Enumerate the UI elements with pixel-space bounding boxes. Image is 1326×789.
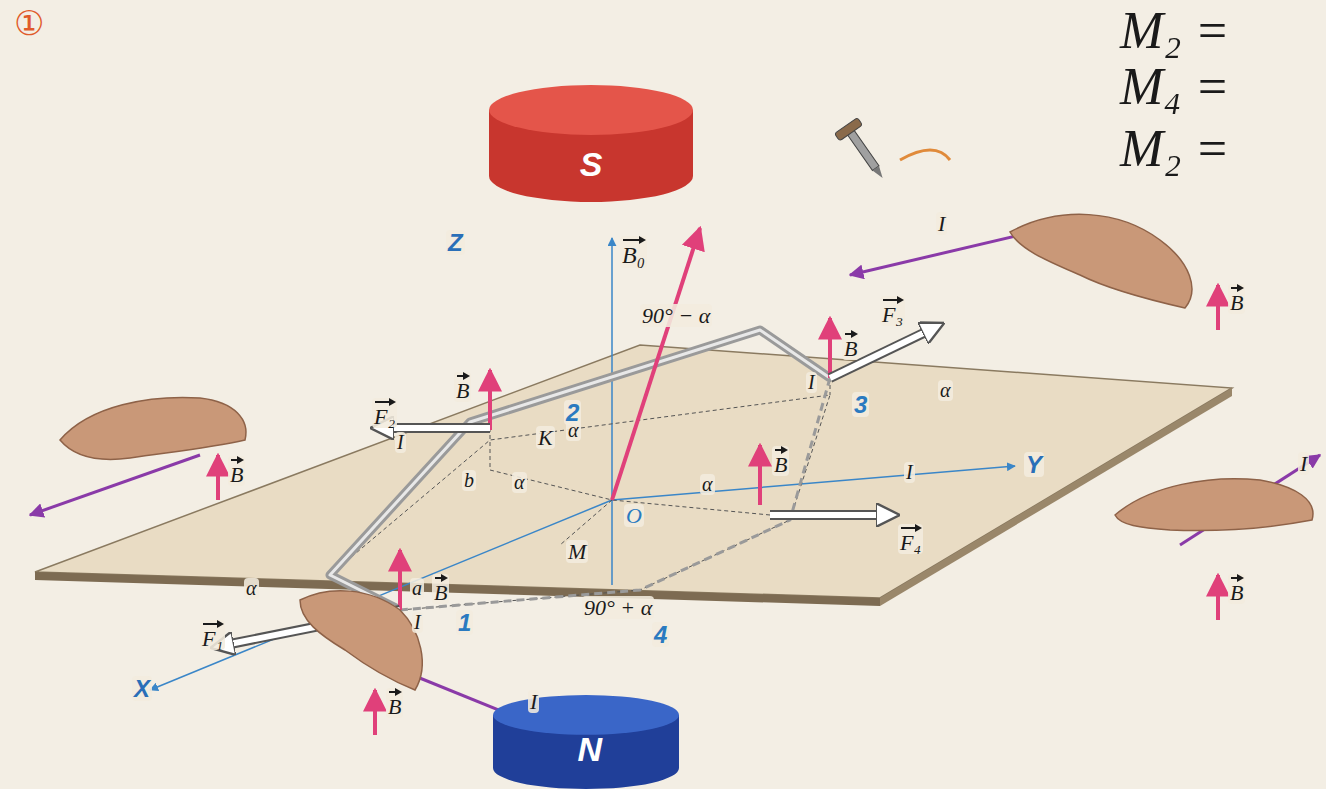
magnet-n: N (492, 694, 680, 789)
current-label: I (936, 212, 947, 235)
vector-label: B (1228, 574, 1245, 604)
current-label: I (904, 462, 915, 483)
force-label: F₁ (200, 620, 225, 650)
side-number: 3 (852, 392, 869, 417)
current-label: I (528, 690, 539, 713)
side-length: b (462, 470, 476, 491)
point-label: O (624, 504, 644, 527)
vector-label: B (842, 330, 859, 360)
current-label: I (1298, 452, 1309, 475)
pole-letter: S (580, 145, 603, 184)
angle-label: 90° − α (640, 304, 712, 327)
vector-label: B (1228, 284, 1245, 314)
vector-label: B (228, 456, 245, 486)
magnet-s: S (488, 84, 694, 202)
formula-text: M₂ = (1120, 4, 1229, 59)
magnet-body (488, 84, 694, 202)
angle-label: α (938, 380, 953, 401)
angle-label: 90° + α (582, 596, 654, 619)
current-label: I (412, 612, 423, 633)
angle-label: α (512, 472, 527, 493)
point-label: M (566, 540, 588, 563)
force-label: F₃ (880, 296, 905, 326)
vector-label: B₀ (620, 236, 647, 268)
point-label: K (536, 426, 555, 449)
angle-label: α (244, 578, 259, 599)
axis-label: Y (1024, 452, 1044, 477)
force-label: F₄ (898, 524, 923, 554)
formula-text: M₂ = (1120, 122, 1229, 177)
side-number: 2 (564, 400, 581, 425)
figure-number: ① (14, 6, 44, 42)
side-length: a (410, 578, 424, 599)
pole-letter: N (577, 730, 602, 769)
vector-label: B (454, 372, 471, 402)
angle-label: α (700, 474, 715, 495)
force-label: F₂ (372, 398, 397, 428)
axis-label: Z (446, 230, 465, 255)
vector-label: B (432, 574, 449, 604)
current-label: I (806, 372, 817, 393)
side-number: 1 (456, 610, 473, 635)
axis-label: X (132, 676, 152, 701)
current-label: I (395, 432, 406, 453)
formula-text: M₄ = (1120, 60, 1229, 115)
vector-label: B (386, 688, 403, 718)
side-number: 4 (652, 622, 669, 647)
vector-label: B (772, 446, 789, 476)
